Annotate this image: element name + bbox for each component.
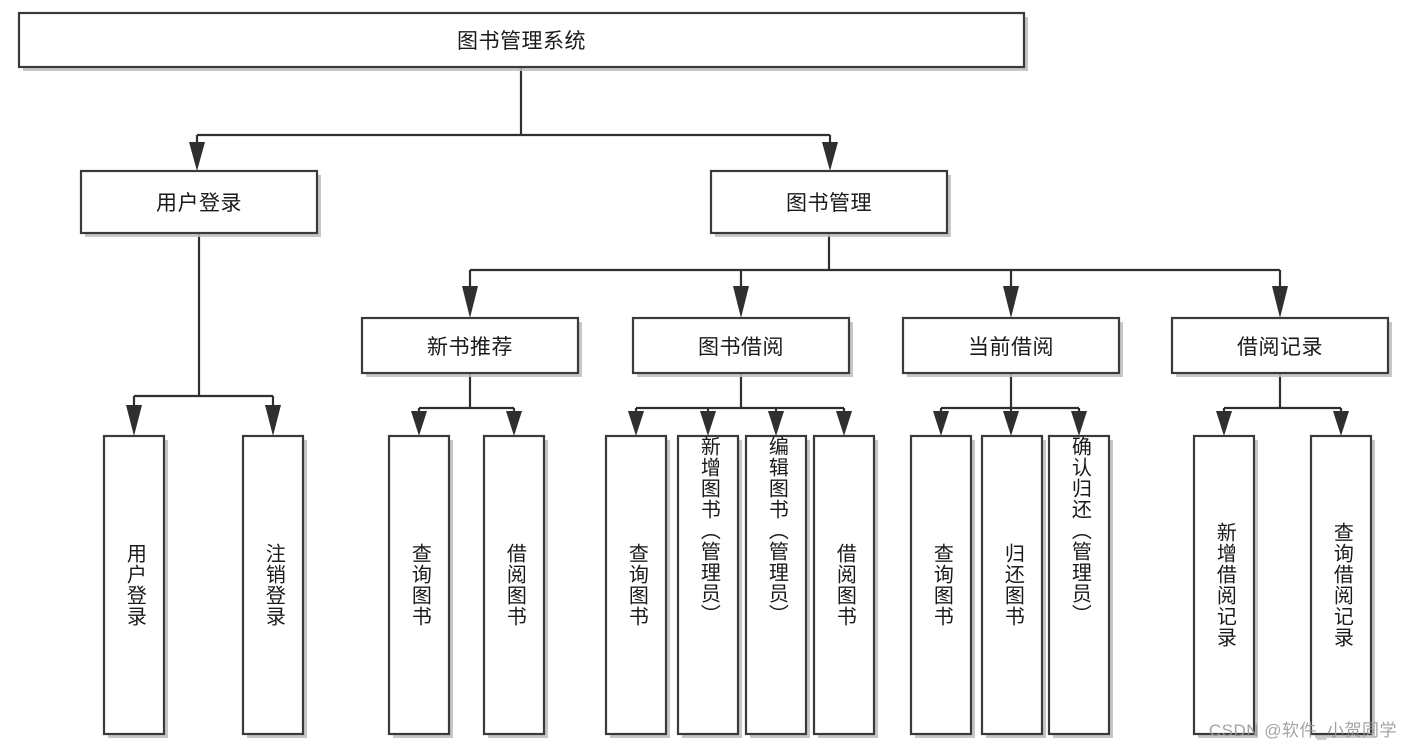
arrow-to-leaf-confirm-return-admin	[1071, 411, 1087, 436]
arrow-to-leaf-query-book-recommend	[411, 411, 427, 436]
arrow-to-user-login	[189, 142, 205, 171]
node-current-borrow[interactable]	[901, 316, 1121, 375]
node-book-borrow[interactable]	[631, 316, 851, 375]
node-leaf-edit-book-admin[interactable]	[744, 434, 808, 736]
node-leaf-add-borrow-record[interactable]	[1192, 434, 1256, 736]
arrow-to-leaf-borrow-book	[836, 411, 852, 436]
arrow-to-new-book-recommend	[462, 286, 478, 318]
node-leaf-add-book-admin[interactable]	[676, 434, 740, 736]
node-leaf-confirm-return-admin[interactable]	[1047, 434, 1111, 736]
arrow-to-leaf-add-book-admin	[700, 411, 716, 436]
arrow-to-leaf-query-borrow-record	[1333, 411, 1349, 436]
connector-layer	[126, 67, 1349, 436]
node-leaf-borrow-book[interactable]	[812, 434, 876, 736]
arrow-to-book-manage	[822, 142, 838, 171]
arrow-to-leaf-edit-book-admin	[768, 411, 784, 436]
arrow-to-leaf-add-borrow-record	[1216, 411, 1232, 436]
node-leaf-borrow-book-recommend[interactable]	[482, 434, 546, 736]
node-leaf-query-book-recommend[interactable]	[387, 434, 451, 736]
arrow-to-leaf-borrow-book-recommend	[506, 411, 522, 436]
node-leaf-query-book[interactable]	[604, 434, 668, 736]
arrow-to-current-borrow	[1003, 286, 1019, 318]
arrow-to-book-borrow	[733, 286, 749, 318]
arrow-to-leaf-logout-login	[265, 405, 281, 436]
node-borrow-record[interactable]	[1170, 316, 1390, 375]
node-book-manage[interactable]	[709, 169, 949, 235]
node-new-book-recommend[interactable]	[360, 316, 580, 375]
arrow-to-leaf-user-login	[126, 405, 142, 436]
node-leaf-user-login[interactable]	[102, 434, 166, 736]
node-leaf-query-borrow-record[interactable]	[1309, 434, 1373, 736]
arrow-to-leaf-query-book-current	[933, 411, 949, 436]
node-layer	[17, 11, 1392, 738]
node-root[interactable]	[17, 11, 1026, 69]
csdn-watermark: CSDN @软件_小贺同学	[1208, 721, 1397, 740]
node-user-login[interactable]	[79, 169, 319, 235]
node-leaf-return-book[interactable]	[980, 434, 1044, 736]
arrow-to-leaf-query-book	[628, 411, 644, 436]
arrow-to-borrow-record	[1272, 286, 1288, 318]
node-leaf-query-book-current[interactable]	[909, 434, 973, 736]
arrow-to-leaf-return-book	[1003, 411, 1019, 436]
node-leaf-logout-login[interactable]	[241, 434, 305, 736]
